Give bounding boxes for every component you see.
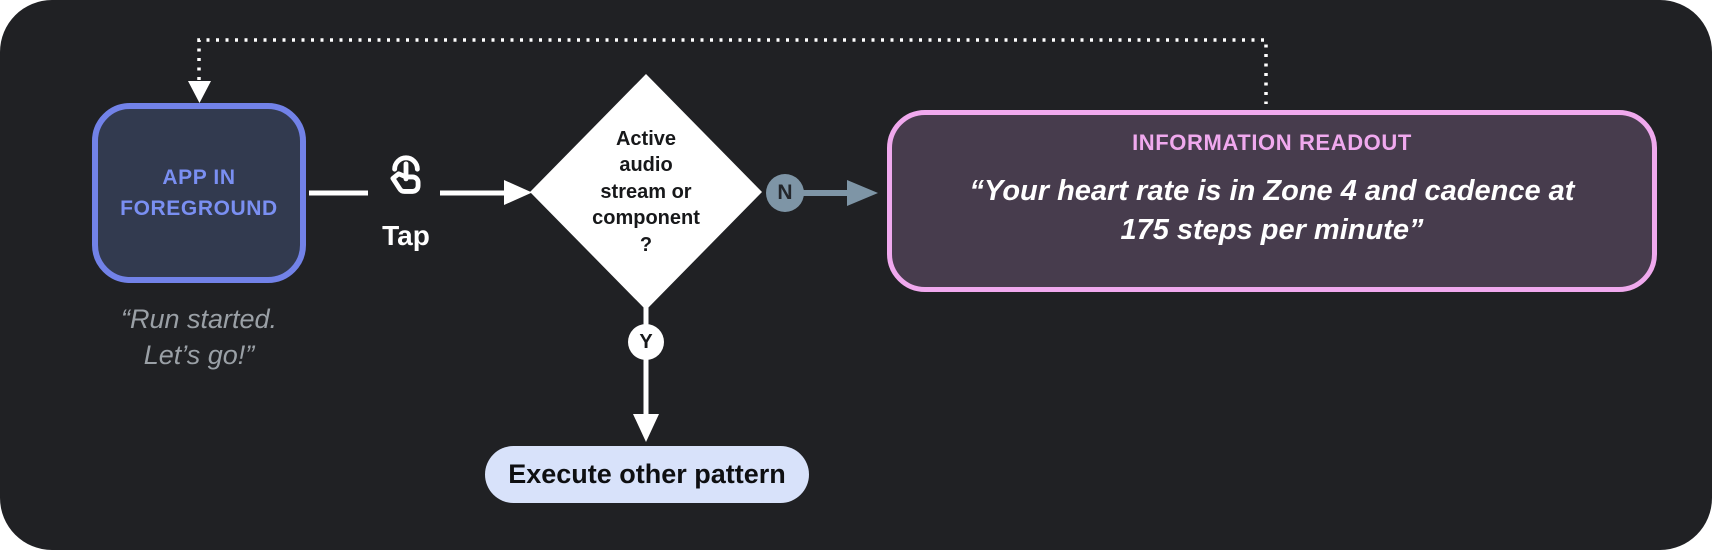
edge-no-arrowhead — [847, 180, 878, 206]
app-foreground-label: APP IN FOREGROUND — [120, 165, 278, 221]
execute-other-pattern-node: Execute other pattern — [485, 446, 809, 503]
app-foreground-node: APP IN FOREGROUND — [92, 103, 306, 283]
edge-tap-arrowhead — [504, 180, 532, 205]
tap-edge-label: Tap — [382, 220, 430, 251]
feedback-arrowhead — [188, 81, 211, 103]
decision-label: Active audio stream or component ? — [592, 128, 700, 256]
information-readout-quote: “Your heart rate is in Zone 4 and cadenc… — [969, 175, 1575, 246]
app-caption-quote: “Run started. Let’s go!” — [120, 304, 278, 371]
information-readout-title: INFORMATION READOUT — [1132, 130, 1412, 155]
edge-yes-arrowhead — [633, 414, 659, 442]
yes-branch-badge: Y — [628, 324, 664, 360]
information-readout-node: INFORMATION READOUT “Your heart rate is … — [887, 110, 1657, 292]
no-branch-badge: N — [766, 174, 804, 212]
tap-gesture-icon — [377, 146, 435, 204]
feedback-dotted-path — [197, 38, 1268, 104]
decision-diamond — [530, 74, 762, 310]
